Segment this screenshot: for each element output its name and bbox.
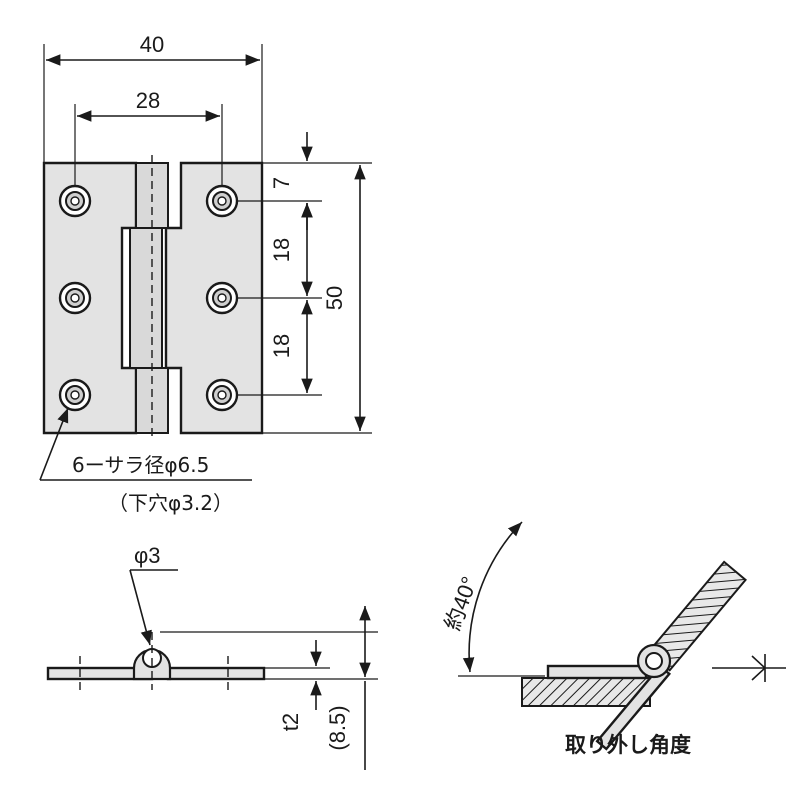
hole-right-middle bbox=[205, 281, 239, 315]
hole-left-middle bbox=[58, 281, 92, 315]
dim-hole-pitch-1-label: 18 bbox=[269, 238, 294, 262]
dimension-height: (8.5) bbox=[325, 606, 371, 770]
hole-left-bottom bbox=[58, 378, 92, 412]
dimension-overall-height: 50 bbox=[322, 165, 366, 431]
hole-right-top bbox=[205, 184, 239, 218]
front-view: 40 28 7 18 18 bbox=[39, 32, 372, 515]
hole-right-bottom bbox=[205, 378, 239, 412]
hole-note-line1: 6ーサラ径φ6.5 bbox=[72, 453, 209, 477]
angle-caption: 取り外し角度 bbox=[565, 733, 691, 757]
hole-left-top bbox=[58, 184, 92, 218]
dim-height-label: (8.5) bbox=[325, 705, 350, 750]
horizontal-leaf bbox=[546, 664, 648, 680]
dim-thickness-label: t2 bbox=[278, 713, 303, 731]
dim-edge-to-hole-label: 7 bbox=[269, 177, 294, 189]
dim-pin-diameter-label: φ3 bbox=[134, 543, 161, 568]
angle-pin bbox=[645, 652, 663, 670]
angle-view: 約40° 取り外し角度 bbox=[440, 521, 786, 757]
dim-overall-height-label: 50 bbox=[322, 286, 347, 310]
dimension-pin-diameter: φ3 bbox=[129, 543, 178, 646]
countersunk-holes bbox=[58, 184, 239, 412]
hole-callout: 6ーサラ径φ6.5 （下穴φ3.2） bbox=[39, 407, 252, 515]
dim-hole-pitch-width-label: 28 bbox=[136, 88, 160, 113]
dim-hole-pitch-2-label: 18 bbox=[269, 334, 294, 358]
side-leaf-right bbox=[166, 666, 266, 681]
side-view: φ3 t2 (8.5) bbox=[46, 543, 378, 770]
angle-arc bbox=[462, 521, 523, 673]
dimension-hole-pitch-2: 18 bbox=[269, 300, 313, 393]
dimension-edge-to-hole: 7 bbox=[269, 132, 313, 230]
knuckle-middle bbox=[129, 227, 163, 369]
hole-note-line2: （下穴φ3.2） bbox=[108, 491, 233, 515]
dim-overall-width-label: 40 bbox=[140, 32, 164, 57]
dimension-hole-pitch-width: 28 bbox=[74, 88, 223, 186]
dimension-hole-pitch-1: 18 bbox=[269, 203, 313, 296]
view-arrow-mark bbox=[712, 654, 786, 682]
dimension-overall-width: 40 bbox=[43, 32, 263, 163]
dimension-thickness: t2 bbox=[278, 640, 322, 731]
